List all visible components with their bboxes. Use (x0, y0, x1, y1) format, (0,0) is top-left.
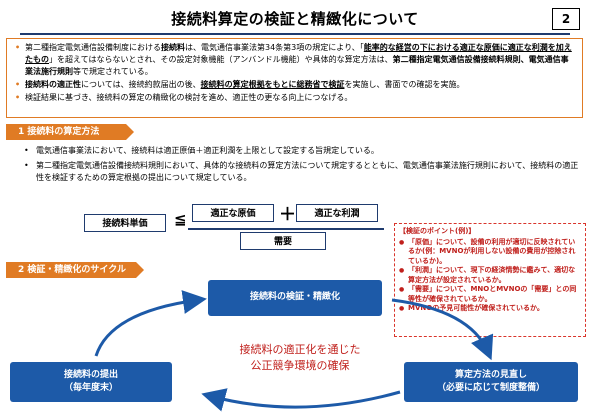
formula-plus-sign: ＋ (279, 205, 296, 225)
points-heading: 【検証のポイント(例)】 (399, 227, 476, 235)
bullet-item: 電気通信事業法において、接続料は適正原価＋適正利潤を上限として設定する旨規定して… (22, 145, 580, 157)
calculation-bullets: 電気通信事業法において、接続料は適正原価＋適正利潤を上限として設定する旨規定して… (22, 145, 580, 187)
summary-box: 第二種指定電気通信設備制度における接続料は、電気通信事業法第34条第3項の規定に… (6, 38, 583, 118)
formula-fraction-line (188, 228, 384, 230)
formula-demand: 需要 (240, 232, 326, 250)
point-item: MVNOの予見可能性が確保されているか。 (399, 304, 581, 314)
point-item: 「需要」について、MNOとMVNOの「需要」との同等性が確保されているか。 (399, 285, 581, 304)
summary-item-legal-basis: 第二種指定電気通信設備制度における接続料は、電気通信事業法第34条第3項の規定に… (13, 42, 574, 78)
point-item: 「原価」について、設備の利用が適切に反映されているか(例：MVNOが利用しない設… (399, 238, 581, 267)
section-header-calculation: 1 接続料の算定方法 (6, 124, 134, 140)
cycle-step-submission: 接続料の提出 （毎年度末） (10, 362, 172, 402)
arrow-review-to-submit (201, 388, 401, 412)
point-item: 「利潤」について、現下の経済情勢に鑑みて、適切な算定方法が設定されているか。 (399, 266, 581, 285)
formula-proper-profit: 適正な利潤 (296, 204, 378, 222)
formula-leq-sign: ≦ (174, 210, 187, 228)
page-title: 接続料算定の検証と精緻化について (171, 10, 419, 28)
title-divider (20, 33, 570, 35)
formula-proper-cost: 適正な原価 (192, 204, 274, 222)
verification-points-box: 【検証のポイント(例)】 「原価」について、設備の利用が適切に反映されているか(… (394, 223, 586, 337)
formula-unit-price: 接続料単価 (84, 214, 166, 232)
arrow-submit-to-verify (94, 290, 207, 357)
cycle-goal-text: 接続料の適正化を通じた 公正競争環境の確保 (239, 343, 361, 372)
cycle-step-review: 算定方法の見直し （必要に応じて制度整備） (404, 362, 578, 402)
section-header-cycle: 2 検証・精緻化のサイクル (6, 262, 144, 278)
page-number: 2 (552, 8, 580, 30)
summary-item-refinement: 検証結果に基づき、接続料の算定の精緻化の検討を進め、適正性の更なる向上につなげる… (13, 92, 574, 104)
arrow-verify-to-review (391, 298, 494, 361)
summary-item-verification: 接続料の適正性については、接続約款届出の後、接続料の算定根拠をもとに総務省で検証… (13, 79, 574, 91)
bullet-item: 第二種指定電気通信設備接続料規則において、具体的な接続料の算定方法について規定す… (22, 160, 580, 184)
cycle-step-verification: 接続料の検証・精緻化 (208, 280, 382, 316)
